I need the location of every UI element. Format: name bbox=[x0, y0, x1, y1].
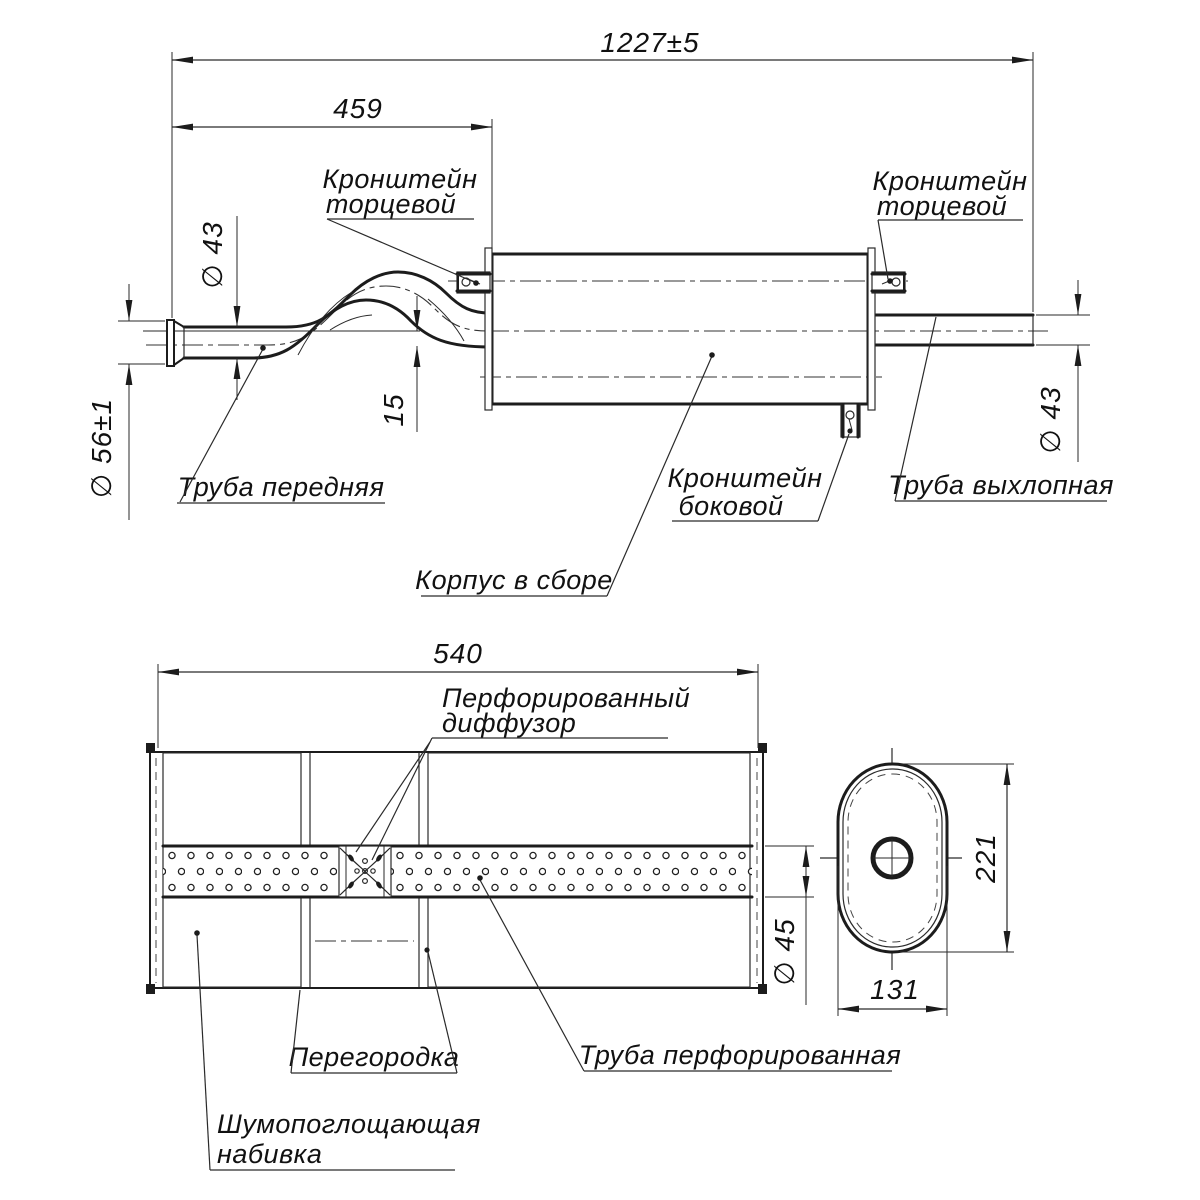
dim-text-front-pipe-length: 459 bbox=[333, 93, 383, 124]
label-perforated-diffuser: Перфорированный диффузор bbox=[355, 683, 690, 861]
dim-inner-pipe-dia: ∅ 45 bbox=[765, 845, 814, 1005]
dim-text-body-width: 131 bbox=[870, 974, 920, 1005]
dim-front-pipe-dia: ∅ 43 bbox=[197, 216, 241, 400]
dim-body-height: 221 bbox=[900, 763, 1014, 953]
dim-text-front-pipe-dia: ∅ 43 bbox=[197, 221, 228, 288]
label-text: Шумопоглощающая bbox=[217, 1109, 481, 1139]
left-flange bbox=[484, 247, 493, 411]
label-text: диффузор bbox=[442, 708, 576, 738]
label-body-assembly: Корпус в сборе bbox=[415, 352, 715, 597]
dim-axis-offset: 15 bbox=[378, 296, 421, 432]
label-text: Труба передняя bbox=[178, 472, 385, 502]
front-pipe-centerline bbox=[146, 285, 489, 346]
label-text: Корпус в сборе bbox=[415, 565, 613, 595]
dim-text-axis-offset: 15 bbox=[378, 393, 409, 426]
dim-exhaust-pipe-dia: ∅ 43 bbox=[1035, 280, 1090, 462]
label-bracket-end-left: Кронштейн торцевой bbox=[322, 164, 479, 286]
label-text: Перегородка bbox=[289, 1042, 460, 1072]
dim-body-length: 540 bbox=[157, 638, 759, 748]
dim-overall-length: 1227±5 bbox=[171, 27, 1034, 318]
label-text: торцевой bbox=[326, 189, 456, 219]
label-text: набивка bbox=[217, 1139, 322, 1169]
dim-inlet-dia: ∅ 56±1 bbox=[86, 284, 165, 520]
label-text: Кронштейн bbox=[667, 463, 822, 493]
label-partition: Перегородка bbox=[289, 947, 460, 1074]
oval-shell-inner bbox=[842, 768, 943, 948]
dim-body-width: 131 bbox=[837, 866, 948, 1016]
label-exhaust-pipe: Труба выхлопная bbox=[888, 316, 1114, 502]
dim-text-overall-length: 1227±5 bbox=[600, 27, 699, 58]
end-bracket-left bbox=[455, 271, 492, 294]
label-text: боковой bbox=[678, 491, 783, 521]
front-pipe bbox=[166, 270, 492, 367]
side-bracket bbox=[840, 402, 861, 439]
perforated-pipe-section bbox=[161, 844, 754, 899]
label-text: Перфорированный bbox=[442, 683, 690, 713]
label-text: торцевой bbox=[877, 191, 1007, 221]
label-sound-absorbing: Шумопоглощающая набивка bbox=[194, 930, 481, 1171]
perforated-diffuser bbox=[338, 845, 392, 898]
label-bracket-side: Кронштейн боковой bbox=[667, 428, 853, 522]
section-view-muffler: 540 ∅ 45 Перфорированный диффузор Перего… bbox=[146, 638, 902, 1171]
dim-text-body-height: 221 bbox=[970, 833, 1001, 884]
exhaust-pipe bbox=[872, 313, 1035, 347]
label-perforated-pipe: Труба перфорированная bbox=[477, 875, 902, 1072]
right-flange bbox=[867, 247, 876, 411]
label-bracket-end-right: Кронштейн торцевой bbox=[872, 166, 1027, 284]
dim-text-exhaust-pipe-dia: ∅ 43 bbox=[1035, 386, 1066, 453]
dim-text-inner-pipe-dia: ∅ 45 bbox=[769, 918, 800, 985]
oval-shell-hidden bbox=[847, 773, 938, 943]
label-text: Труба выхлопная bbox=[888, 470, 1114, 500]
end-view-muffler: 221 131 bbox=[820, 748, 1014, 1016]
label-text: Труба перфорированная bbox=[579, 1040, 902, 1070]
label-front-pipe: Труба передняя bbox=[177, 345, 385, 504]
label-text: Кронштейн bbox=[872, 166, 1027, 196]
dim-text-inlet-dia: ∅ 56±1 bbox=[86, 398, 117, 498]
muffler-body bbox=[448, 252, 1048, 406]
dim-front-pipe-length: 459 bbox=[172, 93, 493, 250]
label-text: Кронштейн bbox=[322, 164, 477, 194]
partitions bbox=[300, 753, 429, 987]
dim-text-body-length: 540 bbox=[433, 638, 483, 669]
top-view-muffler-assembly: 1227±5 459 ∅ 43 ∅ 56±1 bbox=[86, 27, 1114, 597]
